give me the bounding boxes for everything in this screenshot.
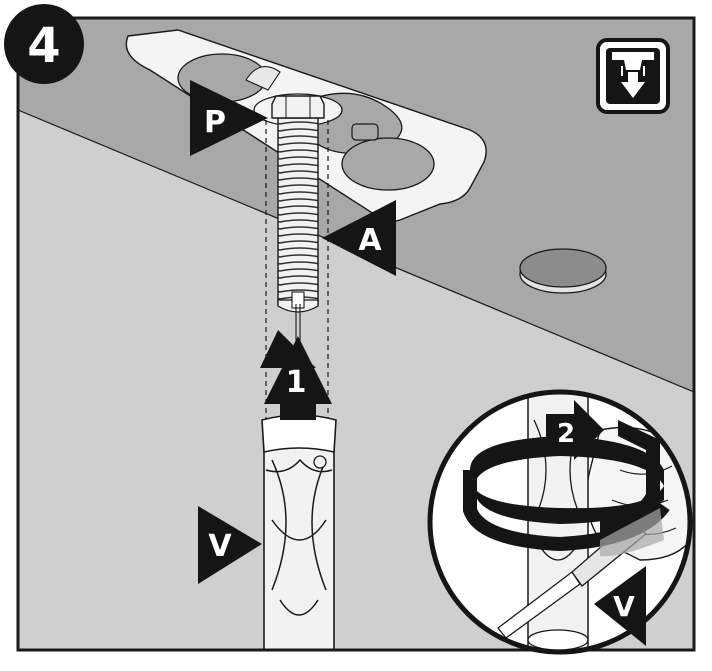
rotation-ring — [463, 420, 670, 557]
callout-v-main: V — [198, 506, 262, 584]
under-counter-mount-icon — [596, 38, 670, 114]
callout-p: P — [190, 80, 268, 156]
step-badge: 4 — [4, 4, 84, 84]
step-number: 4 — [27, 18, 60, 74]
countertop-underside — [18, 18, 694, 392]
arrow-step-1: 1 — [260, 330, 332, 420]
alignment-guides — [265, 120, 329, 420]
arrow-step-1-label: 1 — [286, 365, 307, 400]
callout-a-label: A — [358, 223, 382, 258]
callout-v-detail-label: V — [613, 590, 635, 623]
step-frame — [16, 16, 696, 652]
callout-v-main-label: V — [208, 529, 232, 564]
arrow-step-2-label: 2 — [557, 419, 575, 449]
threaded-stud — [271, 95, 325, 420]
arrow-step-2: 2 — [546, 400, 604, 460]
callout-a: A — [322, 200, 396, 276]
callout-p-label: P — [204, 105, 226, 140]
sink-hole-cover — [519, 248, 607, 294]
callout-v-detail: V — [594, 566, 646, 646]
tool-v — [261, 414, 337, 650]
scene — [18, 18, 694, 650]
